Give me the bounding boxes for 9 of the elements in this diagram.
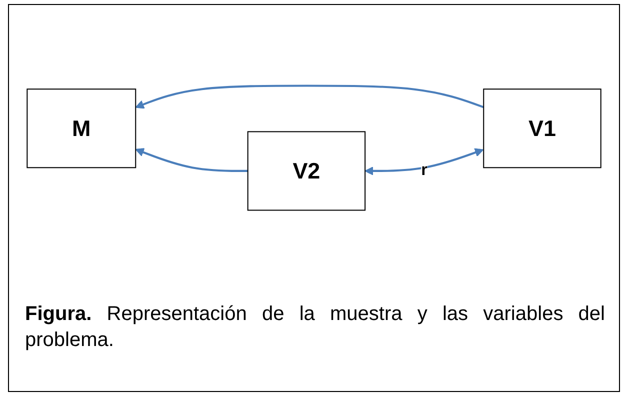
node-box <box>483 88 602 168</box>
node-box <box>26 88 136 168</box>
arrow <box>135 148 248 172</box>
figure-frame: r M V1 V2 Figura. Representación de la muestra y las variables del problema. <box>8 4 620 392</box>
caption: Figura. Representación de la muestra y las variables del problema. <box>25 302 605 353</box>
edge-label: r <box>421 162 428 180</box>
node-box <box>247 131 366 211</box>
arrow <box>364 148 484 176</box>
arrow <box>135 84 484 109</box>
